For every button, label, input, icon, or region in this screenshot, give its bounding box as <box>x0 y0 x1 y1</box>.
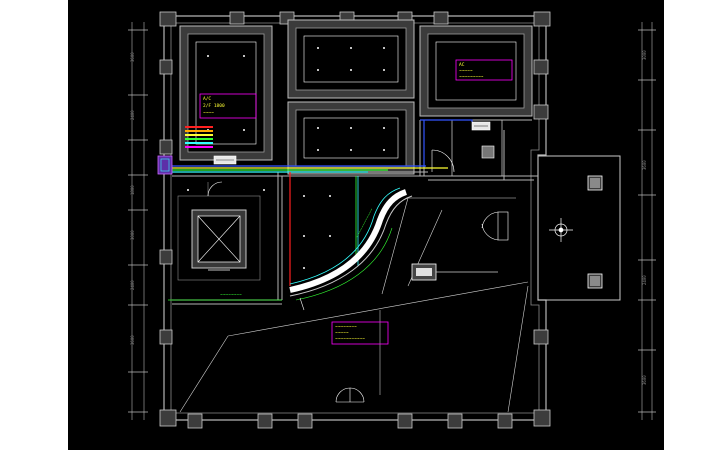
svg-text:2400: 2400 <box>130 110 135 120</box>
entry-door-icon <box>335 387 365 403</box>
annex-terrace <box>538 155 621 301</box>
svg-text:3600: 3600 <box>130 52 135 62</box>
svg-text:3600: 3600 <box>642 160 647 170</box>
room-b-line2: ~~~~~~~~~ <box>459 75 484 80</box>
room-b-tag: AC <box>459 62 465 68</box>
hall-line3: ~~~~~~~~~~~ <box>335 337 365 342</box>
ceiling-coffer-center-bottom <box>287 101 415 175</box>
duct-runs <box>168 119 473 301</box>
svg-text:3000: 3000 <box>130 230 135 240</box>
elevator-symbol-icon <box>191 209 247 271</box>
desk-block <box>411 263 498 281</box>
svg-text:3600: 3600 <box>130 335 135 345</box>
ceiling-coffer-left <box>179 25 273 161</box>
wall-pilasters <box>159 11 551 429</box>
dimension-lines <box>128 22 656 420</box>
pipe-legend-stack <box>185 126 213 148</box>
note-box-hall: ~~~~~~~~ ~~~~~ ~~~~~~~~~~~ <box>331 321 389 345</box>
note-box-room-a: A/C 2/F 1800 ~~~~ <box>199 93 257 119</box>
ceiling-coffer-right <box>419 25 533 117</box>
ac-unit-left <box>213 155 237 165</box>
cad-viewport[interactable]: 3600 2400 1800 3000 2400 3600 3000 3600 … <box>68 0 664 450</box>
svg-text:3000: 3000 <box>642 50 647 60</box>
ceiling-lights <box>187 189 331 269</box>
room-a-tag: A/C <box>203 96 211 102</box>
hall-line1: ~~~~~~~~ <box>335 325 357 330</box>
riser-box <box>157 155 173 175</box>
room-a-line2: ~~~~ <box>203 111 214 116</box>
north-arrow-icon <box>549 218 573 242</box>
ceiling-coffer-center-top <box>287 19 415 99</box>
dimension-ticks-text: 3600 2400 1800 3000 2400 3600 3000 3600 … <box>130 50 647 385</box>
svg-text:2400: 2400 <box>642 275 647 285</box>
note-box-room-b: AC ~~~~~ ~~~~~~~~~ <box>455 59 513 81</box>
lobby-outline <box>177 181 261 281</box>
curved-counter <box>289 187 413 311</box>
hall-line2: ~~~~~ <box>335 331 349 336</box>
door-swing-icon <box>431 149 455 173</box>
svg-text:3600: 3600 <box>642 375 647 385</box>
double-door-icon <box>481 211 509 241</box>
room-a-line1: 2/F 1800 <box>203 103 225 109</box>
service-room <box>431 119 503 177</box>
pipe-label: ~~~~~~~~ <box>220 293 242 298</box>
svg-text:1800: 1800 <box>130 185 135 195</box>
hall-diagonals <box>179 197 529 413</box>
ac-unit-right <box>471 121 491 131</box>
svg-text:2400: 2400 <box>130 280 135 290</box>
room-b-line1: ~~~~~ <box>459 69 473 74</box>
floor-plan-drawing[interactable]: 3600 2400 1800 3000 2400 3600 3000 3600 … <box>68 0 664 450</box>
